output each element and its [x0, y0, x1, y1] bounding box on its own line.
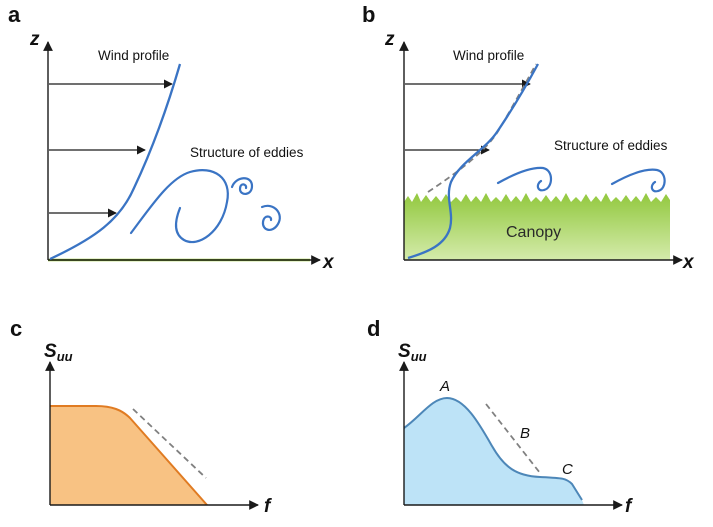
- panel-letter-d: d: [367, 316, 380, 341]
- y-axis-label-d: Suu: [398, 341, 427, 364]
- x-axis-label-c: f: [264, 496, 272, 517]
- peak-label-b: B: [520, 425, 530, 442]
- peak-label-c: C: [562, 461, 573, 478]
- log-profile-dashed-b: [427, 63, 537, 193]
- panel-letter-b: b: [362, 2, 375, 27]
- eddies-label-b: Structure of eddies: [554, 138, 668, 153]
- eddies-label-a: Structure of eddies: [190, 145, 304, 160]
- spectrum-fill-c: [50, 406, 207, 505]
- y-axis-sub-c: uu: [57, 349, 73, 364]
- panel-b: b z x Wind profile Structure of eddies C…: [362, 2, 695, 273]
- inertial-slope-dashed-c: [132, 408, 207, 479]
- large-eddy-a: [129, 169, 229, 243]
- y-axis-label-c: Suu: [44, 341, 73, 364]
- x-axis-label-b: x: [682, 252, 695, 273]
- panel-c: c Suu f: [10, 316, 272, 517]
- medium-eddy-a: [230, 177, 254, 195]
- small-eddy-a: [260, 204, 281, 231]
- x-axis-label-d: f: [625, 496, 633, 517]
- panel-d: d Suu f A B C: [367, 316, 633, 517]
- canopy-label: Canopy: [506, 224, 561, 241]
- x-axis-label-a: x: [322, 252, 335, 273]
- panel-a: a z x Wind profile Structure of eddies: [8, 2, 335, 273]
- y-axis-main-c: S: [44, 341, 57, 362]
- eddy-right-b: [610, 168, 666, 193]
- wind-profile-curve-b: [407, 63, 540, 260]
- wind-profile-label-a: Wind profile: [98, 48, 169, 63]
- eddy-left-b: [496, 166, 553, 192]
- peak-label-a: A: [439, 378, 450, 395]
- z-axis-label-a: z: [29, 29, 40, 50]
- z-axis-label-b: z: [384, 29, 395, 50]
- spectrum-line-c: [50, 405, 208, 506]
- spectrum-fill-d: [404, 398, 584, 505]
- y-axis-sub-d: uu: [411, 349, 427, 364]
- wind-profile-label-b: Wind profile: [453, 48, 524, 63]
- panel-letter-c: c: [10, 316, 22, 341]
- spectrum-line-d: [403, 396, 583, 501]
- inertial-slope-dashed-d: [485, 403, 541, 474]
- canopy-area: [404, 193, 670, 260]
- panel-letter-a: a: [8, 2, 21, 27]
- wind-profile-curve-a: [49, 63, 182, 261]
- y-axis-main-d: S: [398, 341, 411, 362]
